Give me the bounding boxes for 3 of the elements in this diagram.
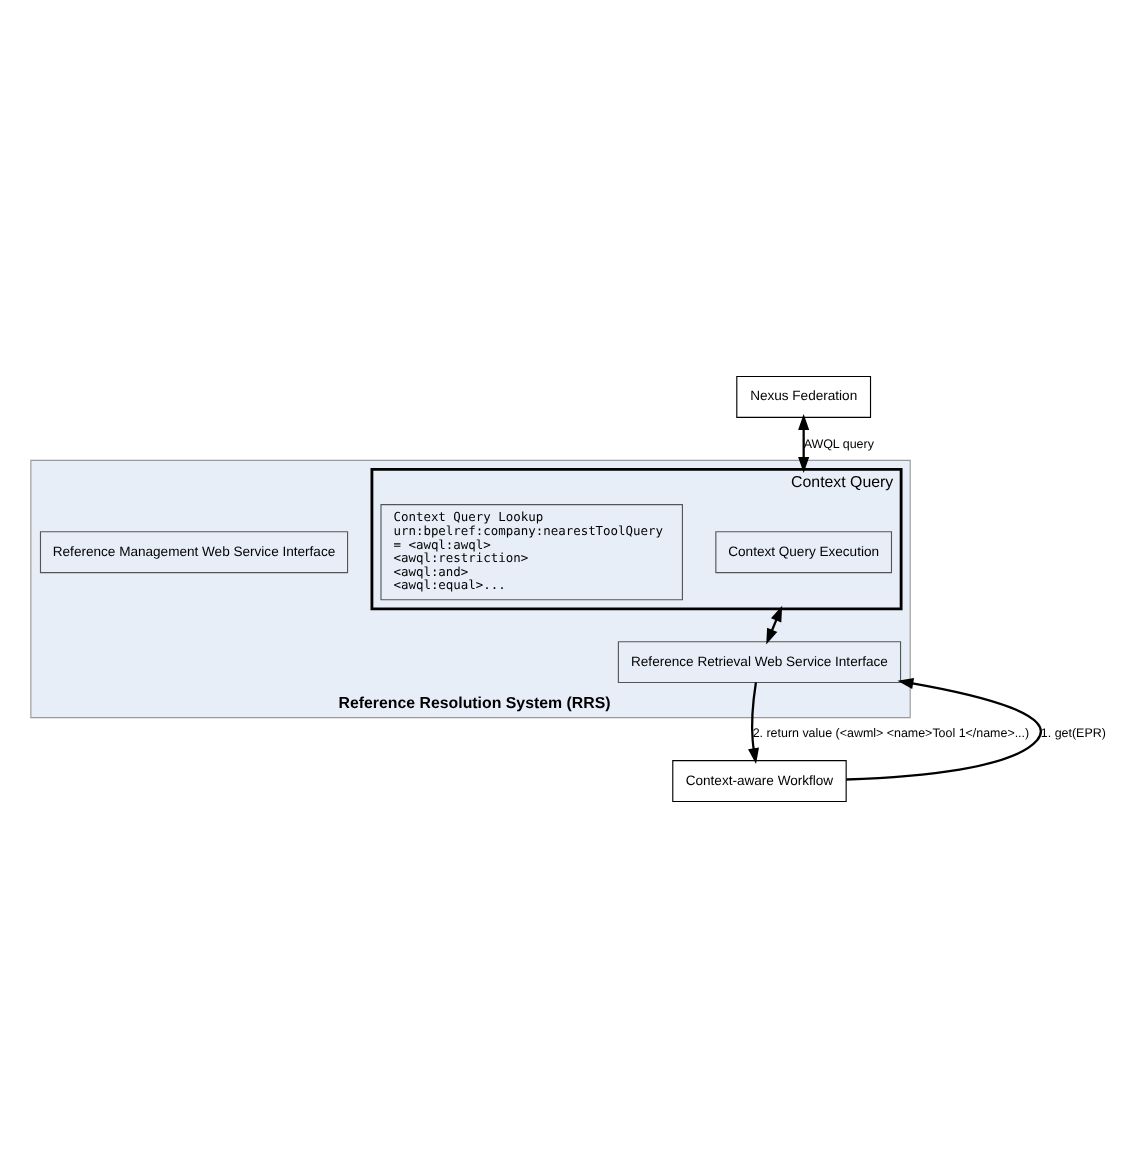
arrow [798,413,810,472]
arrow [748,681,760,764]
arrow [846,676,1042,780]
